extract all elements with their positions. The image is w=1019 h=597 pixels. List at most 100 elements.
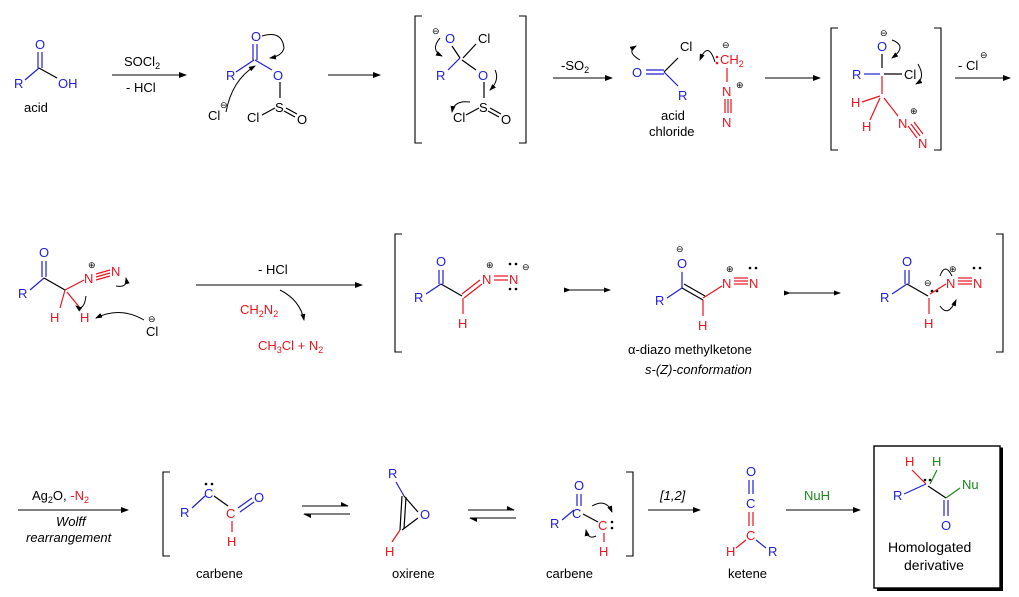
atom-o: O — [574, 478, 584, 493]
label-conformation: s-(Z)-conformation — [645, 362, 752, 377]
arrow-shift: [1,2] — [648, 488, 701, 513]
atom-r: R — [180, 505, 189, 520]
atom-cl: Cl — [247, 110, 259, 125]
label-acid: acid — [661, 108, 685, 123]
atom-o: O — [445, 31, 455, 46]
atom-o: O — [746, 464, 756, 479]
label-homologated: Homologated — [888, 539, 971, 555]
label-oxirene: oxirene — [392, 566, 435, 581]
structure-chlorosulfite: R O O S Cl O Cl ⊖ — [208, 29, 307, 127]
structure-acid: R O OH acid — [14, 37, 78, 115]
reagent-ag2o: Ag2O, -N2 — [32, 488, 89, 505]
atom-h: H — [599, 544, 608, 559]
atom-c: C — [572, 506, 581, 521]
bracket-resonance: O R N ⊕ N ⊖ H ⊖ O R N ⊕ N H — [394, 233, 1004, 377]
atom-cl-anion: Cl — [146, 324, 158, 339]
atom-s: S — [479, 100, 488, 115]
equilibrium-arrow-2 — [468, 506, 516, 522]
arrow-minus-hcl: - HCl CH2N2 CH3Cl + N2 — [196, 262, 363, 355]
atom-cl: Cl — [453, 110, 465, 125]
atom-o: O — [39, 245, 49, 260]
atom-cl: Cl — [680, 39, 692, 54]
atom-r: R — [18, 286, 27, 301]
atom-o: O — [677, 256, 687, 271]
atom-o: O — [941, 518, 951, 533]
label-alpha-diazo: α-diazo methylketone — [628, 342, 752, 357]
charge-minus: ⊖ — [522, 262, 530, 272]
label-wolff: Wolff — [56, 514, 87, 529]
atom-cl: Cl — [478, 31, 490, 46]
atom-r: R — [678, 88, 687, 103]
charge-plus: ⊕ — [736, 80, 744, 90]
reagent-shift: [1,2] — [659, 488, 686, 503]
atom-oh: OH — [58, 76, 78, 91]
atom-cl: Cl — [904, 67, 916, 82]
atom-n-terminal: N — [722, 115, 731, 130]
charge-minus: ⊖ — [220, 100, 228, 110]
reagent-minus-hcl: - HCl — [126, 80, 156, 95]
atom-o: O — [420, 507, 430, 522]
structure-ketene: O C C H R ketene — [726, 464, 777, 581]
atom-n-terminal: N — [509, 272, 518, 287]
label-carbene-2: carbene — [546, 566, 593, 581]
atom-o-link: O — [478, 68, 488, 83]
charge-minus: ⊖ — [148, 314, 156, 324]
bracket-tetrahedral-2: O ⊖ R Cl H H N ⊕ N — [830, 27, 942, 151]
atom-h: H — [458, 316, 467, 331]
charge-minus: ⊖ — [722, 40, 730, 50]
structure-diazonium-ketone: O R N ⊕ N H H Cl ⊖ — [18, 245, 158, 339]
atom-c: C — [746, 528, 755, 543]
equilibrium-arrow-1 — [302, 502, 350, 518]
atom-n: N — [722, 84, 731, 99]
label-derivative: derivative — [904, 557, 964, 573]
charge-minus: ⊖ — [924, 278, 932, 288]
atom-n: N — [84, 271, 93, 286]
atom-r: R — [388, 466, 397, 481]
atom-h: H — [905, 454, 914, 469]
atom-o: O — [902, 254, 912, 269]
reagent-minus-cl: - Cl — [958, 58, 978, 73]
atom-cl-anion: Cl — [208, 108, 220, 123]
label-acid: acid — [24, 100, 48, 115]
atom-n-terminal: N — [973, 276, 982, 291]
atom-r: R — [768, 544, 777, 559]
atom-o: O — [877, 39, 887, 54]
atom-h: H — [385, 544, 394, 559]
structure-acid-chloride: O Cl R acid chloride CH2 ⊖ N ⊕ N — [629, 39, 744, 139]
charge-minus: ⊖ — [676, 244, 684, 254]
atom-n: N — [946, 276, 955, 291]
atom-c: C — [746, 496, 755, 511]
charge-plus: ⊕ — [910, 106, 918, 116]
label-ketene: ketene — [728, 566, 767, 581]
reagent-nuh: NuH — [804, 488, 830, 503]
atom-ch2: CH2 — [720, 52, 744, 69]
reagent-ch2n2: CH2N2 — [240, 302, 278, 319]
atom-o: O — [251, 29, 261, 44]
label-chloride: chloride — [649, 124, 695, 139]
atom-h: H — [698, 318, 707, 333]
arrow-minus-cl: - Cl ⊖ — [955, 50, 1011, 81]
atom-o: O — [254, 490, 264, 505]
atom-nu: Nu — [962, 477, 979, 492]
atom-r: R — [655, 293, 664, 308]
charge-plus: ⊕ — [726, 264, 734, 274]
atom-c: C — [226, 506, 235, 521]
arrow-so2: -SO2 — [553, 58, 613, 81]
label-carbene-1: carbene — [196, 566, 243, 581]
atom-r: R — [414, 290, 423, 305]
atom-r: R — [226, 68, 235, 83]
atom-h: H — [924, 316, 933, 331]
atom-n-terminal: N — [111, 264, 120, 279]
atom-r: R — [14, 76, 23, 91]
atom-r: R — [550, 516, 559, 531]
charge-minus: ⊖ — [980, 50, 988, 60]
atom-h: H — [227, 534, 236, 549]
reagent-socl2: SOCl2 — [124, 54, 160, 71]
atom-c-carbene: C — [598, 518, 607, 533]
arrow-nuh: NuH — [786, 488, 861, 513]
atom-h: H — [80, 310, 89, 325]
reagent-ch3cl: CH3Cl + N2 — [258, 338, 323, 355]
charge-plus: ⊕ — [486, 260, 494, 270]
reagent-minus-so2: -SO2 — [561, 58, 589, 75]
